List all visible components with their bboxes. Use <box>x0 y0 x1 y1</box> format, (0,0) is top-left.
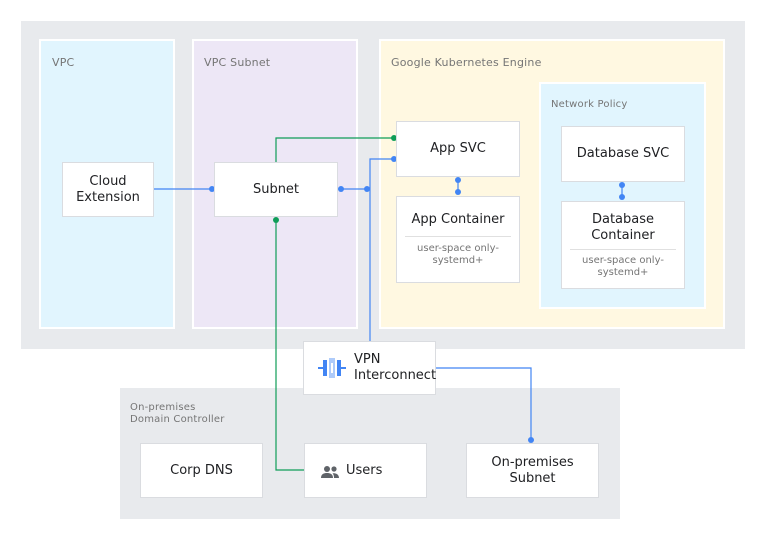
onprem-label-line1: On-premises <box>130 402 196 413</box>
corp-dns-node[interactable]: Corp DNS <box>140 443 263 498</box>
corp-dns-label: Corp DNS <box>170 462 233 478</box>
vpc-subnet-label: VPC Subnet <box>204 56 271 69</box>
vpn-label-line1: VPN <box>354 352 381 367</box>
onprem-subnet-label-line1: On-premises <box>491 454 574 470</box>
onprem-label-line2: Domain Controller <box>130 414 225 425</box>
divider <box>405 236 511 237</box>
app-svc-label: App SVC <box>430 141 486 156</box>
app-container-note-line2: systemd+ <box>432 255 484 266</box>
database-container-node[interactable]: Database Container user-space only- syst… <box>561 201 685 289</box>
users-node[interactable]: Users <box>304 443 427 498</box>
database-svc-node[interactable]: Database SVC <box>561 126 685 182</box>
users-label: Users <box>346 463 383 478</box>
network-policy-label: Network Policy <box>551 99 628 110</box>
app-container-node[interactable]: App Container user-space only- systemd+ <box>396 196 520 283</box>
vpc-label: VPC <box>52 56 75 69</box>
cloud-extension-node[interactable]: Cloud Extension <box>62 162 154 217</box>
database-container-label-line2: Container <box>591 227 655 243</box>
app-container-note-line1: user-space only- <box>417 243 499 254</box>
vpn-label-line2: Interconnect <box>354 368 437 383</box>
onprem-subnet-label-line2: Subnet <box>509 470 556 486</box>
app-svc-node[interactable]: App SVC <box>396 121 520 177</box>
cloud-extension-label-line1: Cloud <box>89 173 127 189</box>
vpn-interconnect-node[interactable]: VPN Interconnect <box>303 341 436 395</box>
onprem-subnet-node[interactable]: On-premises Subnet <box>466 443 599 498</box>
database-container-label-line1: Database <box>591 211 655 227</box>
database-container-note-line1: user-space only- <box>582 254 664 266</box>
vpn-interconnect-icon <box>318 357 346 379</box>
people-icon <box>320 464 340 478</box>
onprem-label: On-premises Domain Controller <box>130 402 225 426</box>
divider <box>570 248 676 250</box>
database-svc-label: Database SVC <box>576 146 670 161</box>
subnet-node[interactable]: Subnet <box>214 162 338 217</box>
database-container-note-line2: systemd+ <box>597 266 649 278</box>
subnet-label: Subnet <box>252 181 300 197</box>
cloud-extension-label-line2: Extension <box>76 189 140 205</box>
gke-label: Google Kubernetes Engine <box>391 56 542 69</box>
app-container-label: App Container <box>411 212 505 227</box>
